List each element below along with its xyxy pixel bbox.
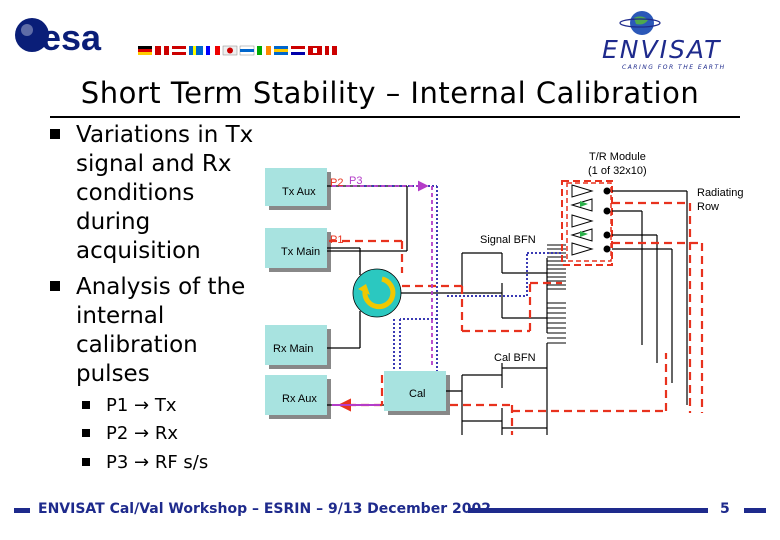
sub-bullet-text: P3 → RF s/s xyxy=(106,452,209,473)
bullet-line: Analysis of the xyxy=(76,274,246,300)
title-rule xyxy=(50,116,740,118)
tr-module-count: (1 of 32x10) xyxy=(588,165,647,177)
tx-main-label: Tx Main xyxy=(281,246,320,258)
rx-aux-block: Rx Aux xyxy=(265,375,331,419)
sub-bullet-item: P2 → Rx xyxy=(82,422,178,446)
radiating-row-label: Radiating xyxy=(697,187,743,199)
circulator-icon xyxy=(352,268,402,318)
cal-bfn-comb xyxy=(547,302,566,344)
bullet-square-icon xyxy=(82,401,90,409)
bullet-line: acquisition xyxy=(76,238,201,264)
bullet-square-icon xyxy=(82,429,90,437)
rx-main-block: Rx Main xyxy=(265,325,331,369)
cal-label: Cal xyxy=(409,388,426,400)
p3-path xyxy=(332,180,433,365)
footer-rule-end xyxy=(744,508,766,513)
p3-label: P3 xyxy=(349,175,362,187)
envisat-logo-text: ENVISAT xyxy=(602,35,721,64)
footer-rule-right xyxy=(468,508,708,513)
radiating-row-label-2: Row xyxy=(697,201,719,213)
rx-aux-label: Rx Aux xyxy=(282,393,317,405)
esa-logo-text: esa xyxy=(41,17,102,58)
tr-module-label: T/R Module xyxy=(589,151,646,163)
bullet-square-icon xyxy=(50,129,60,139)
bullet-square-icon xyxy=(50,281,60,291)
sub-bullet-text: P1 → Tx xyxy=(106,395,177,416)
bullet-line: signal and Rx xyxy=(76,151,232,177)
bullet-square-icon xyxy=(82,458,90,466)
bullet-line: Variations in Tx xyxy=(76,122,254,148)
sub-bullet-item: P3 → RF s/s xyxy=(82,451,209,475)
bullet-line: during xyxy=(76,209,151,235)
page-title: Short Term Stability – Internal Calibrat… xyxy=(80,76,700,110)
footer-rule-left xyxy=(14,508,30,513)
flags-strip xyxy=(138,45,337,56)
bullet-line: internal xyxy=(76,303,165,329)
bullet-line: calibration xyxy=(76,332,198,358)
signal-bfn-label: Signal BFN xyxy=(480,234,536,246)
page-number: 5 xyxy=(720,501,730,517)
envisat-logo: ENVISAT CARING FOR THE EARTH xyxy=(602,11,726,71)
sub-bullet-text: P2 → Rx xyxy=(106,423,178,444)
cal-bfn-tree xyxy=(461,343,548,435)
p2-label: P2 xyxy=(330,177,343,189)
rx-main-label: Rx Main xyxy=(273,343,313,355)
cal-block: Cal xyxy=(384,371,450,415)
bullet-line: conditions xyxy=(76,180,195,206)
sub-bullet-item: P1 → Tx xyxy=(82,394,177,418)
bullet-line: pulses xyxy=(76,361,150,387)
radiating-row xyxy=(612,190,688,405)
tx-aux-label: Tx Aux xyxy=(282,186,316,198)
bullet-item: Variations in Tx signal and Rx condition… xyxy=(50,121,254,266)
envisat-tagline: CARING FOR THE EARTH xyxy=(622,64,726,71)
tx-main-block: Tx Main xyxy=(265,228,331,272)
esa-logo: esa xyxy=(15,17,337,58)
p1-label: P1 xyxy=(330,234,343,246)
footer-text: ENVISAT Cal/Val Workshop – ESRIN – 9/13 … xyxy=(38,501,491,517)
calibration-diagram: Tx Aux Tx Main Rx Main Rx Aux Cal xyxy=(265,151,743,435)
tx-aux-block: Tx Aux xyxy=(265,168,331,210)
bullet-item: Analysis of the internal calibration pul… xyxy=(50,273,246,389)
cal-bfn-label: Cal BFN xyxy=(494,352,536,364)
tr-module: T/R Module (1 of 32x10) xyxy=(561,151,647,266)
radiating-elements xyxy=(603,187,611,253)
signal-bfn-tree xyxy=(461,252,548,333)
